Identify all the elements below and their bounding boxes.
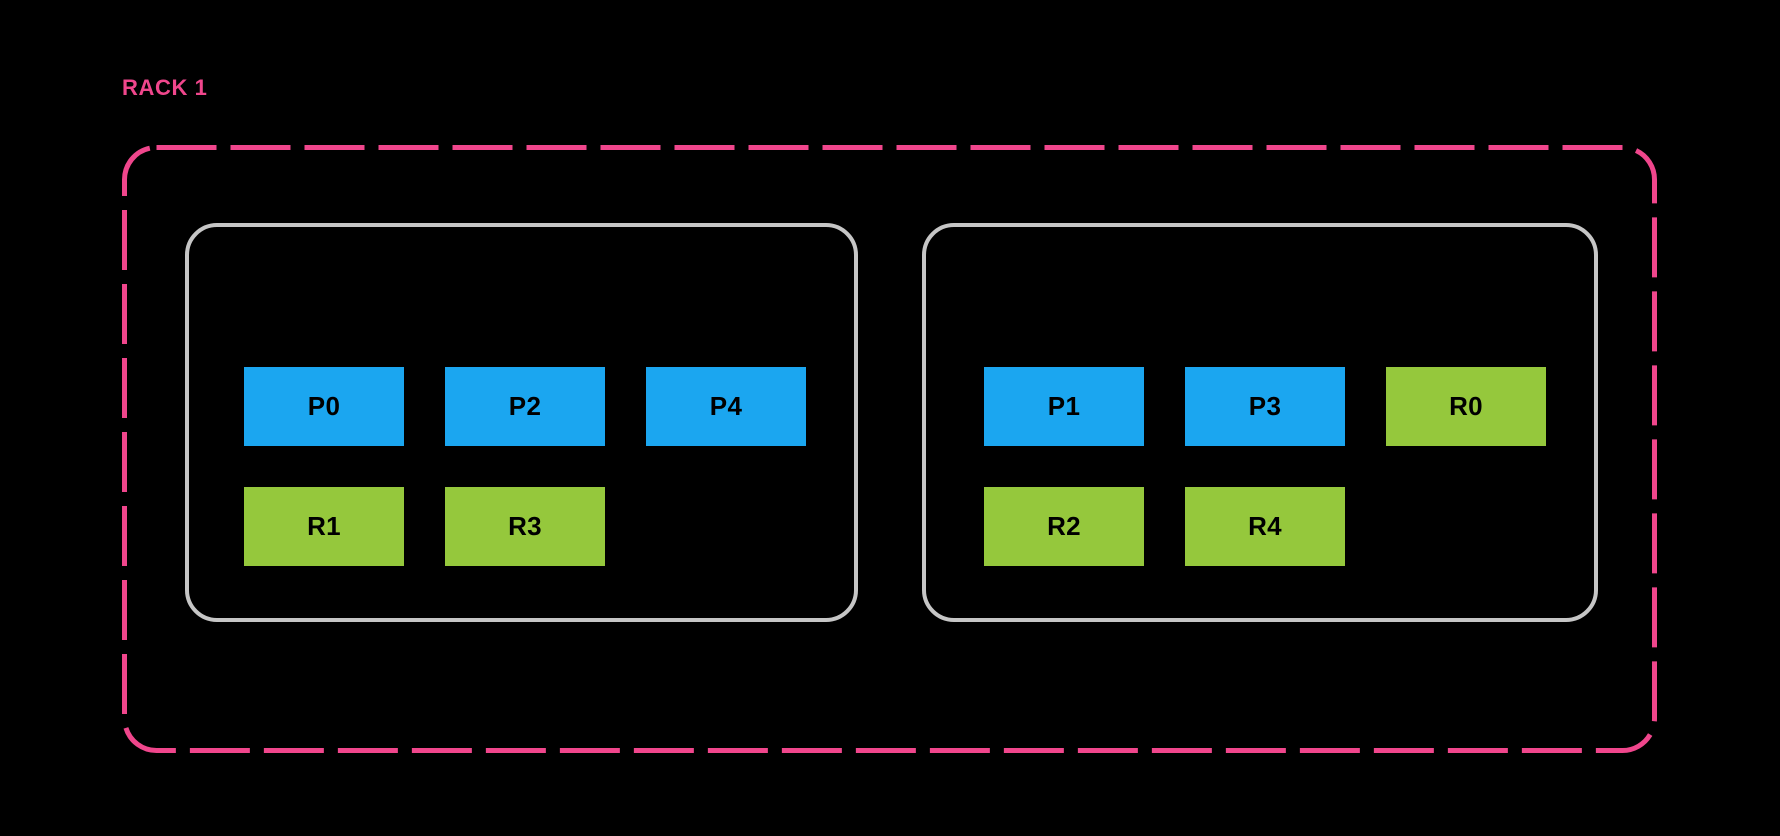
cell-row: P1 P3 R0 xyxy=(984,367,1546,446)
shard-cell-p3[interactable]: P3 xyxy=(1185,367,1345,446)
shard-cell-r4[interactable]: R4 xyxy=(1185,487,1345,566)
shard-cell-r2[interactable]: R2 xyxy=(984,487,1144,566)
cell-grid-0: P0 P2 P4 R1 R3 xyxy=(244,367,806,566)
node-container-0: P0 P2 P4 R1 R3 xyxy=(185,223,858,622)
rack-label: RACK 1 xyxy=(122,75,208,100)
shard-cell-p2[interactable]: P2 xyxy=(445,367,605,446)
shard-cell-p1[interactable]: P1 xyxy=(984,367,1144,446)
cell-row: R2 R4 xyxy=(984,487,1546,566)
cell-row: R1 R3 xyxy=(244,487,806,566)
shard-cell-r3[interactable]: R3 xyxy=(445,487,605,566)
shard-cell-r1[interactable]: R1 xyxy=(244,487,404,566)
shard-cell-p0[interactable]: P0 xyxy=(244,367,404,446)
node-container-1: P1 P3 R0 R2 R4 xyxy=(922,223,1598,622)
cell-grid-1: P1 P3 R0 R2 R4 xyxy=(984,367,1546,566)
cell-row: P0 P2 P4 xyxy=(244,367,806,446)
shard-cell-r0[interactable]: R0 xyxy=(1386,367,1546,446)
shard-cell-p4[interactable]: P4 xyxy=(646,367,806,446)
